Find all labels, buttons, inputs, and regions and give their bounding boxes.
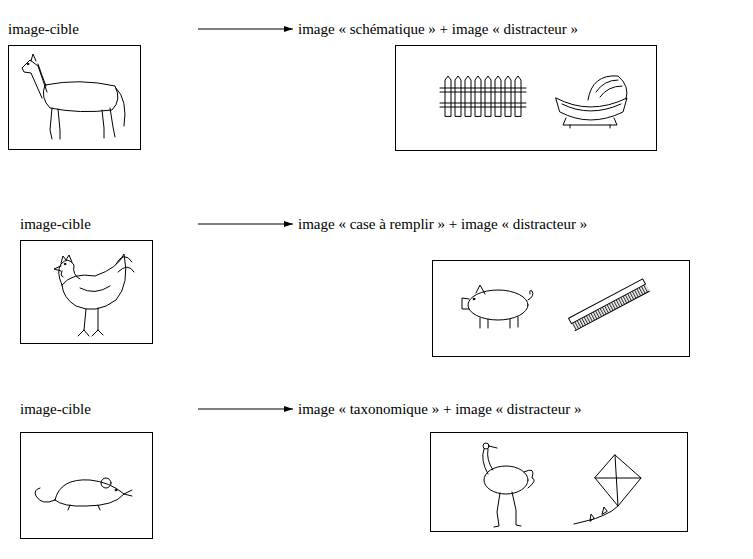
image-frame — [8, 45, 141, 150]
comb-drawing — [569, 279, 650, 331]
target-image-panel: image-cible — [8, 20, 198, 150]
target-image-panel: image-cible — [20, 400, 198, 539]
image-frame — [20, 240, 153, 344]
panel-heading: image « taxonomique » + image « distract… — [298, 400, 581, 418]
arrow-connector — [198, 221, 293, 227]
fence-drawing — [440, 76, 526, 116]
arrow-connector — [198, 406, 293, 412]
ostrich-drawing — [483, 443, 535, 527]
kite-drawing — [574, 455, 641, 524]
image-frame — [395, 45, 657, 151]
choice-image-panel: image « schématique » + image « distract… — [298, 20, 657, 151]
arrow-connector — [198, 26, 293, 32]
pig-drawing — [462, 285, 533, 328]
panel-heading: image-cible — [20, 400, 91, 418]
panel-heading: image-cible — [8, 20, 79, 38]
hen-drawing — [54, 254, 134, 336]
image-frame — [20, 432, 153, 539]
cradle-drawing — [556, 76, 627, 128]
panel-heading: image-cible — [20, 215, 91, 233]
target-image-panel: image-cible — [20, 215, 198, 344]
choice-image-panel: image « taxonomique » + image « distract… — [298, 400, 688, 532]
mouse-drawing — [35, 478, 132, 510]
image-frame — [432, 260, 690, 357]
image-frame — [430, 432, 688, 532]
choice-image-panel: image « case à remplir » + image « distr… — [298, 215, 690, 357]
horse-drawing — [22, 54, 125, 139]
panel-heading: image « schématique » + image « distract… — [298, 20, 578, 38]
panel-heading: image « case à remplir » + image « distr… — [298, 215, 587, 233]
